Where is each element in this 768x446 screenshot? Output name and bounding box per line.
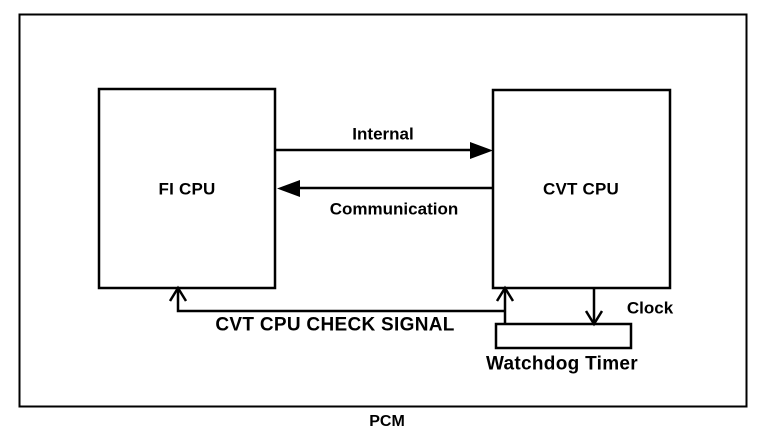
internal-connector bbox=[275, 142, 493, 159]
clock-arrowhead-icon bbox=[584, 310, 604, 327]
check-signal-arrowhead-icon bbox=[168, 285, 188, 302]
internal-label: Internal bbox=[352, 124, 414, 144]
check-signal-connector bbox=[168, 285, 505, 313]
clock-label: Clock bbox=[626, 298, 674, 318]
communication-connector bbox=[277, 180, 493, 197]
fi-cpu-label: FI CPU bbox=[158, 179, 216, 199]
check-signal-label: CVT CPU CHECK SIGNAL bbox=[215, 314, 455, 336]
cvt-cpu-block[interactable] bbox=[491, 88, 672, 290]
watchdog-to-cvt-connector bbox=[495, 285, 515, 324]
fi-cpu-block[interactable] bbox=[97, 87, 277, 290]
pcm-caption: PCM bbox=[369, 413, 405, 430]
watchdog-arrowhead-icon bbox=[495, 285, 515, 302]
communication-label: Communication bbox=[329, 199, 459, 219]
internal-arrowhead-icon bbox=[470, 142, 493, 159]
watchdog-timer-label: Watchdog Timer bbox=[486, 353, 638, 375]
cvt-cpu-label: CVT CPU bbox=[542, 179, 620, 199]
clock-connector bbox=[584, 288, 604, 327]
communication-arrowhead-icon bbox=[277, 180, 300, 197]
watchdog-timer-block[interactable] bbox=[494, 322, 633, 350]
